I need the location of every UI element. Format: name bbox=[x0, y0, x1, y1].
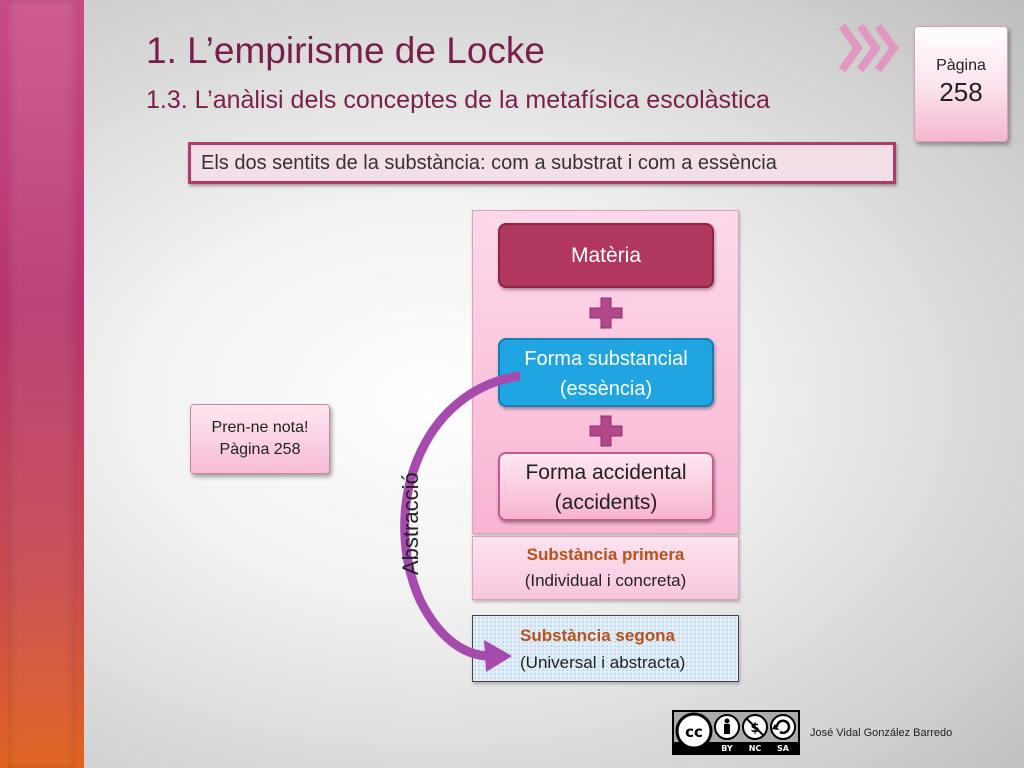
abstraction-label-text: Abstracció bbox=[398, 472, 423, 575]
section-heading: Els dos sentits de la substància: com a … bbox=[188, 142, 896, 184]
page-tab-number: 258 bbox=[939, 77, 983, 107]
cc-term-nc: NC bbox=[749, 744, 762, 753]
substancia-primera-box: Substància primera (Individual i concret… bbox=[472, 536, 739, 600]
substancia-segona-box: Substància segona (Universal i abstracta… bbox=[472, 615, 739, 682]
creative-commons-badge-icon: cc $ BY NC SA bbox=[672, 710, 800, 755]
slide-title: 1. L’empirisme de Locke bbox=[146, 30, 545, 71]
page-tab-label: Pàgina bbox=[936, 57, 986, 74]
note-line1: Pren-ne nota! bbox=[211, 419, 309, 436]
materia-box: Matèria bbox=[498, 223, 714, 288]
chevrons-icon bbox=[838, 23, 899, 73]
substancia-primera-desc: (Individual i concreta) bbox=[524, 571, 687, 590]
forma-substancial-line1: Forma substancial bbox=[524, 348, 688, 370]
plus-icon bbox=[589, 297, 623, 329]
substancia-primera-title: Substància primera bbox=[526, 545, 685, 564]
author-credit: José Vidal González Barredo bbox=[810, 727, 953, 739]
cc-term-by: BY bbox=[721, 744, 733, 753]
sidebar-panel bbox=[8, 0, 76, 768]
forma-accidental-line2: (accidents) bbox=[554, 491, 658, 514]
substancia-segona-title: Substància segona bbox=[520, 626, 675, 645]
cc-term-sa: SA bbox=[777, 744, 790, 753]
slide-subtitle: 1.3. L’anàlisi dels conceptes de la meta… bbox=[146, 86, 770, 114]
decorative-sidebar bbox=[0, 0, 84, 768]
forma-substancial-line2: (essència) bbox=[559, 378, 653, 400]
note-box: Pren-ne nota! Pàgina 258 bbox=[190, 404, 330, 474]
forma-accidental-box: Forma accidental (accidents) bbox=[498, 452, 714, 521]
cc-badge-text: cc bbox=[685, 723, 703, 741]
forma-substancial-box: Forma substancial (essència) bbox=[498, 338, 714, 407]
forma-accidental-line1: Forma accidental bbox=[525, 461, 687, 484]
note-line2: Pàgina 258 bbox=[219, 441, 301, 458]
substancia-segona-desc: (Universal i abstracta) bbox=[520, 653, 686, 672]
svg-text:$: $ bbox=[750, 721, 759, 736]
abstraction-arrow-icon bbox=[400, 371, 520, 672]
page-tab: Pàgina 258 bbox=[914, 26, 1008, 142]
plus-icon bbox=[589, 415, 623, 447]
